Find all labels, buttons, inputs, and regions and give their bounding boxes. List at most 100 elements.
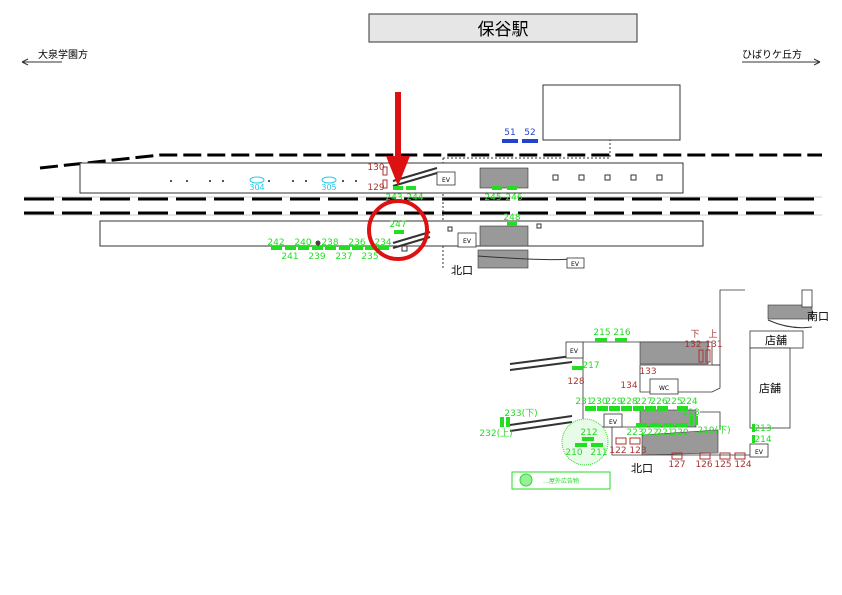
- station-building: [542, 84, 681, 141]
- label-212: 212: [580, 428, 597, 438]
- title-box: [368, 13, 638, 43]
- label-216: 216: [613, 328, 630, 338]
- ev-mid: [457, 232, 477, 248]
- highlight-arrow-icon: [386, 92, 410, 186]
- label-211: 211: [590, 448, 607, 458]
- label-227: 227: [635, 397, 652, 407]
- ad-marks-lower: [500, 338, 755, 447]
- label-133: 133: [639, 367, 656, 377]
- south-exit: 南口: [807, 310, 829, 323]
- label-down: 下: [690, 330, 699, 340]
- north-exit-lower: 北口: [631, 462, 653, 475]
- ellipse-304: [249, 176, 265, 184]
- sign-51: [502, 139, 518, 143]
- wc-box: [649, 378, 679, 395]
- label-129: 129: [367, 183, 384, 193]
- shop-large-label: 店舗: [759, 381, 781, 395]
- label-226: 226: [650, 397, 667, 407]
- ev-upper: [436, 171, 456, 186]
- label-221: 221: [656, 428, 673, 438]
- label-215: 215: [593, 328, 610, 338]
- label-214: 214: [754, 435, 771, 445]
- label-240: 240: [294, 238, 311, 248]
- label-239: 239: [308, 252, 325, 262]
- label-245: 245: [484, 193, 501, 203]
- label-122: 122: [609, 446, 626, 456]
- shop-large: [749, 347, 791, 429]
- label-242: 242: [267, 238, 284, 248]
- ev-label: EV: [442, 177, 451, 184]
- label-228: 228: [620, 397, 637, 407]
- label-134: 134: [620, 381, 637, 391]
- direction-left: 大泉学園方: [38, 48, 88, 61]
- label-131: 131: [705, 340, 722, 350]
- label-234: 234: [374, 238, 391, 248]
- label-51: 51: [504, 128, 515, 138]
- legend-circle-icon: [519, 473, 533, 487]
- label-235: 235: [361, 252, 378, 262]
- label-248: 248: [503, 213, 520, 223]
- label-130: 130: [367, 163, 384, 173]
- platform-markers: [170, 180, 357, 182]
- label-237: 237: [335, 252, 352, 262]
- label-125: 125: [714, 460, 731, 470]
- label-128: 128: [567, 377, 584, 387]
- label-126: 126: [695, 460, 712, 470]
- label-246: 246: [505, 193, 522, 203]
- shop-small-label: 店舗: [765, 333, 787, 347]
- label-217: 217: [582, 361, 599, 371]
- fixture-marks: [615, 437, 746, 460]
- upper-platform: [79, 162, 684, 194]
- label-219: 219(下): [697, 426, 730, 436]
- sign-52: [522, 139, 538, 143]
- label-52: 52: [524, 128, 535, 138]
- legend-label: …屋外広告物: [543, 477, 579, 485]
- ev-label: EV: [570, 348, 579, 355]
- ev-label: EV: [609, 419, 618, 426]
- label-305: 305: [321, 183, 336, 192]
- label-232: 232(上): [479, 428, 512, 439]
- highlight-circle: [367, 199, 429, 261]
- ev-label: EV: [571, 261, 580, 268]
- ev-north: [566, 257, 585, 269]
- ev-right: [749, 443, 769, 458]
- ev-concourse: [565, 341, 584, 359]
- label-244: 244: [406, 193, 423, 203]
- label-220: 220: [671, 428, 688, 438]
- north-exit-upper: 北口: [451, 264, 473, 277]
- ad-marks-upper: [271, 186, 517, 250]
- label-up: 上: [708, 329, 717, 340]
- escalators-lower: [509, 304, 813, 456]
- label-210: 210: [565, 448, 582, 458]
- arrow-left-icon: [21, 58, 62, 66]
- label-223: 223: [626, 428, 643, 438]
- label-304: 304: [249, 183, 264, 192]
- direction-right: ひばりケ丘方: [742, 48, 802, 61]
- ev-label: EV: [755, 449, 764, 456]
- label-132: 132: [684, 340, 701, 350]
- label-213: 213: [754, 424, 771, 434]
- legend-box: [511, 471, 611, 490]
- label-218: 218: [682, 408, 699, 418]
- label-236: 236: [348, 238, 365, 248]
- small-boxes: [401, 174, 663, 252]
- label-243: 243: [385, 193, 402, 203]
- label-127: 127: [668, 460, 685, 470]
- outdoor-ad-area: [561, 418, 609, 466]
- label-225: 225: [665, 397, 682, 407]
- label-224: 224: [680, 397, 697, 407]
- label-229: 229: [605, 397, 622, 407]
- ev-label: EV: [463, 238, 472, 245]
- label-247: 247: [389, 220, 406, 230]
- wc-label: WC: [659, 385, 669, 392]
- label-231: 231: [575, 397, 592, 407]
- ellipse-305: [321, 176, 337, 184]
- ev-lower: [603, 413, 623, 428]
- label-241: 241: [281, 252, 298, 262]
- arrow-right-icon: [742, 58, 821, 66]
- label-233: 233(下): [504, 409, 537, 419]
- label-123: 123: [629, 446, 646, 456]
- label-238: 238: [321, 238, 338, 248]
- ev-south: [801, 289, 813, 308]
